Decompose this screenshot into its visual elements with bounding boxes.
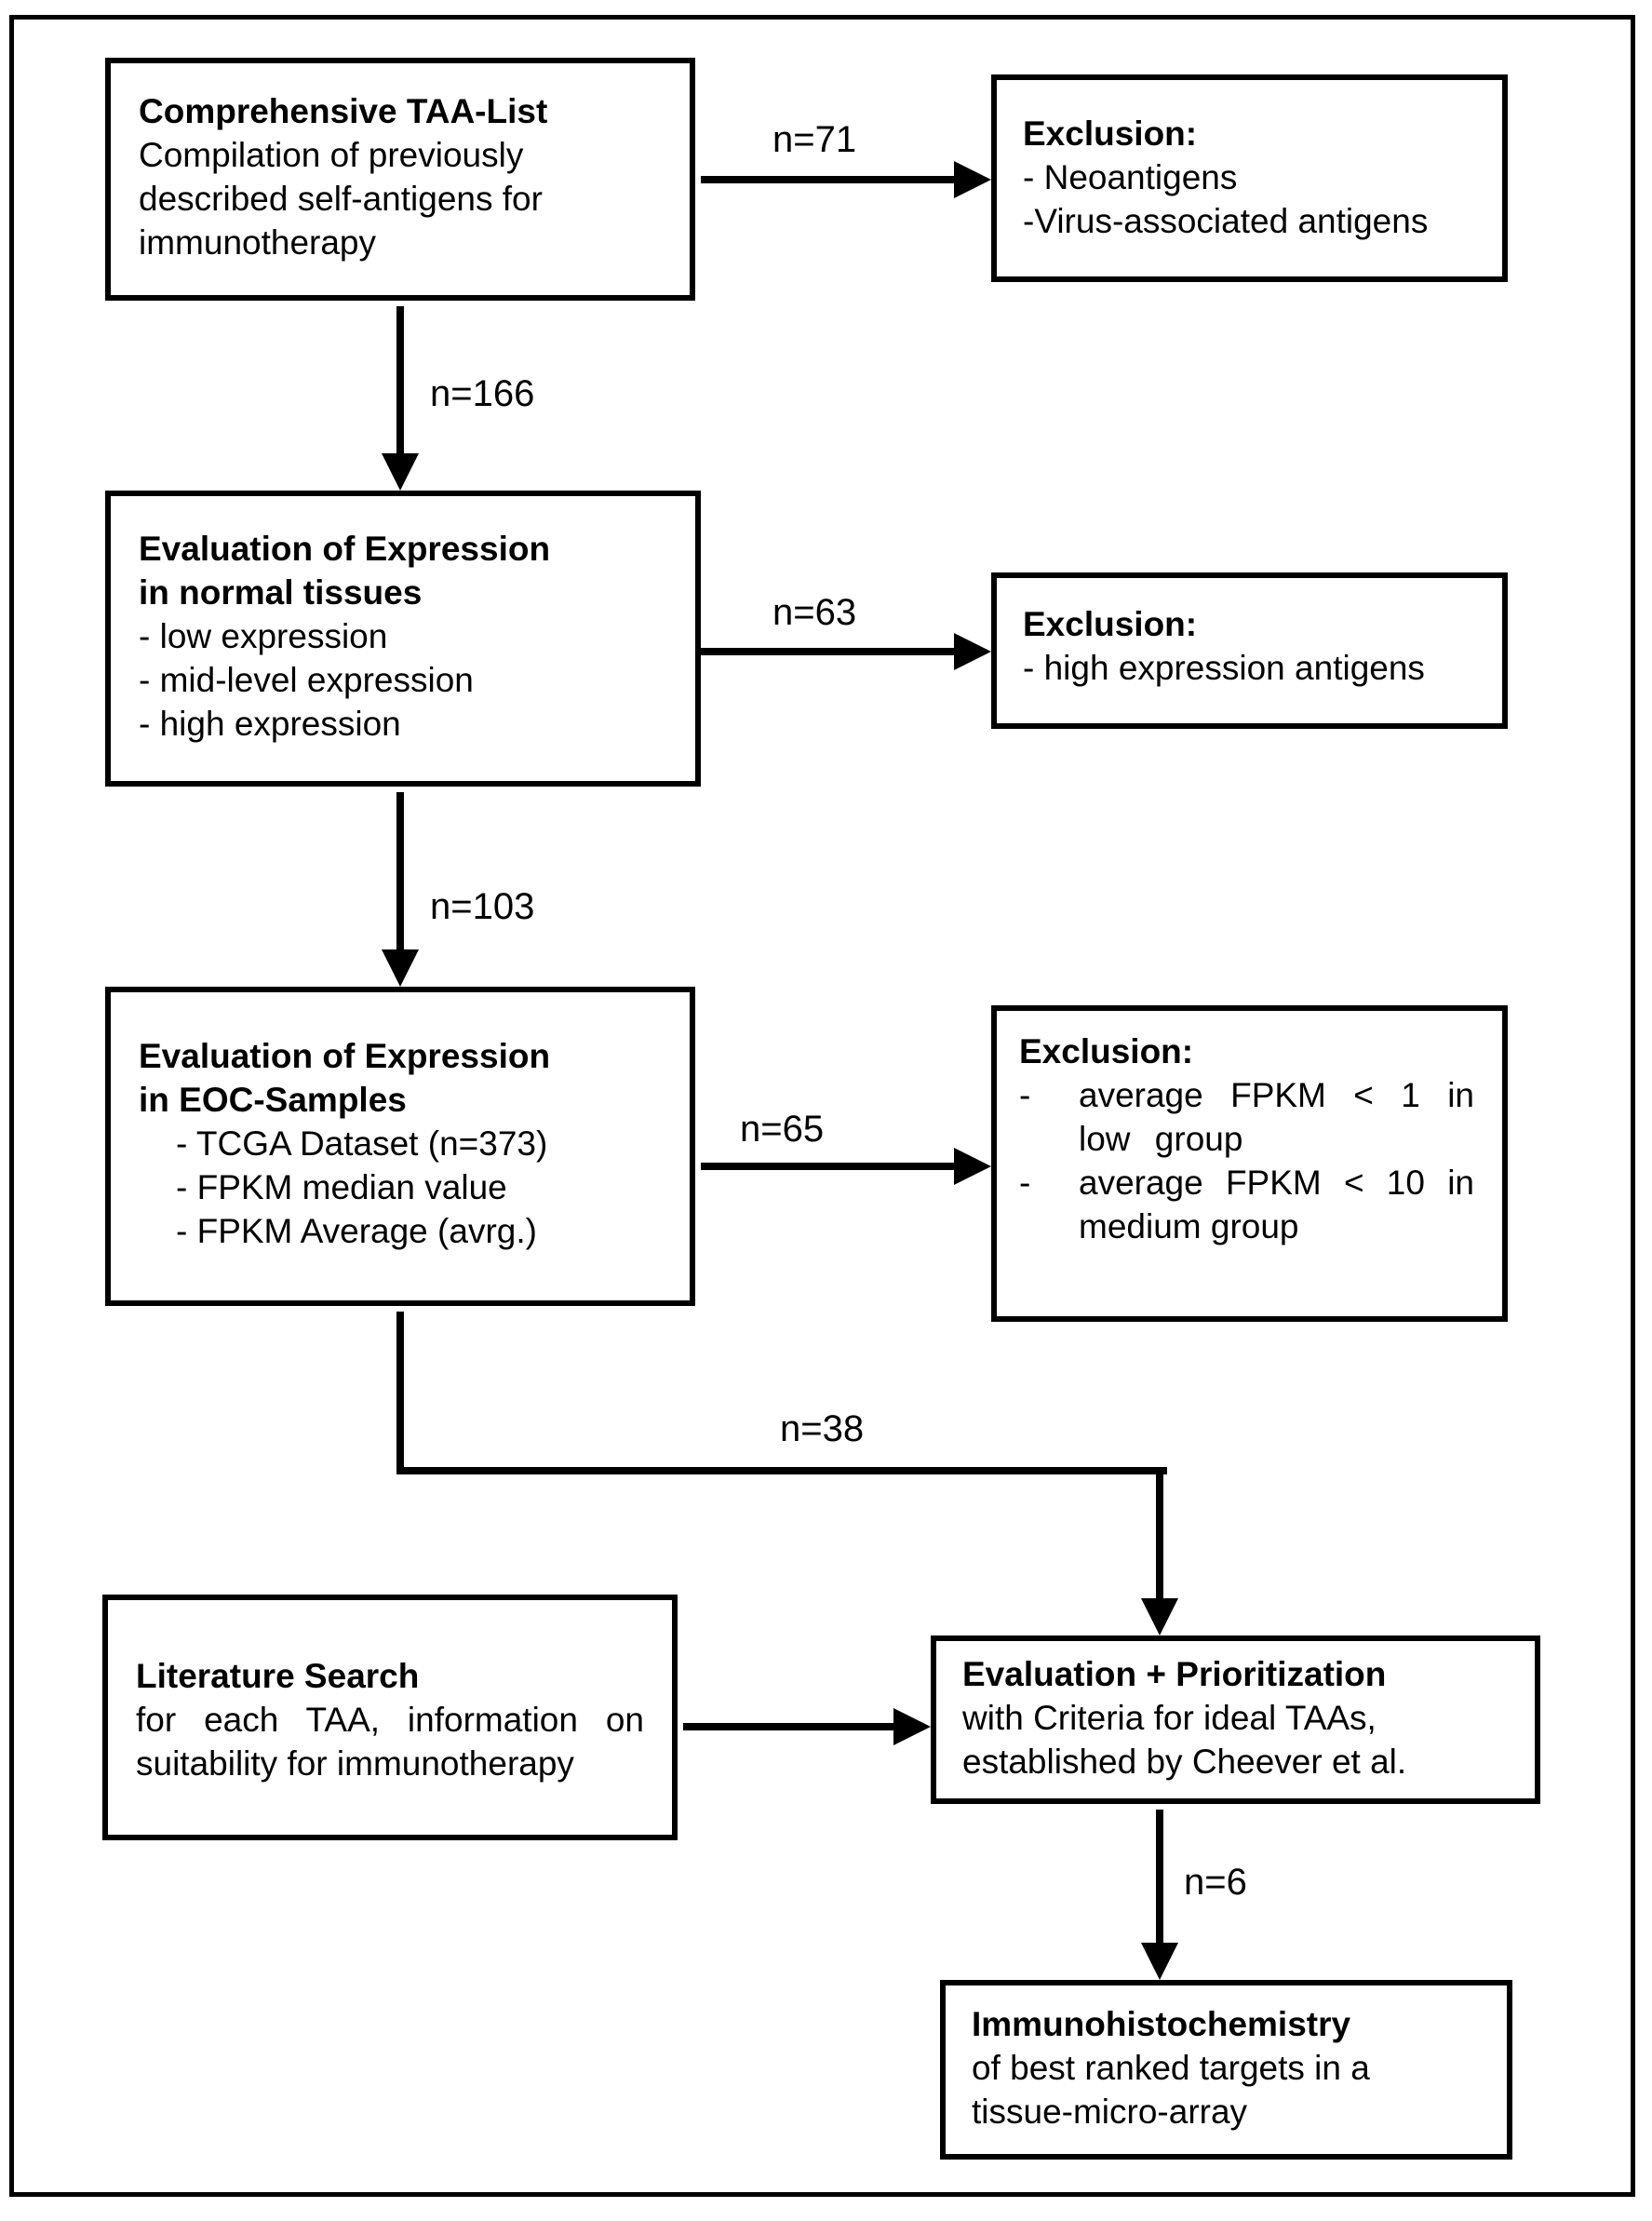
box-bullet: - high expression [139, 705, 401, 743]
box-literature-search: Literature Search for each TAA, informat… [102, 1595, 678, 1840]
box-evaluation-prioritization: Evaluation + Prioritization with Criteri… [931, 1635, 1540, 1804]
flow-arrow-taa-to-exclusion1 [701, 176, 954, 183]
flow-label-n63: n=63 [772, 592, 857, 633]
box-immunohistochemistry: Immunohistochemistry of best ranked targ… [940, 1980, 1512, 2160]
figure-border [9, 15, 1635, 2197]
box-bullet: - TCGA Dataset (n=373) [176, 1124, 548, 1163]
box-bullet: - average FPKM < 1 in low group [1019, 1073, 1474, 1161]
flow-line-eoc-down [396, 1312, 404, 1474]
box-eoc-samples: Evaluation of Expression in EOC-Samples … [105, 987, 695, 1306]
flow-arrow-eoc-to-exclusion3 [701, 1163, 954, 1170]
flow-label-n166: n=166 [430, 373, 535, 414]
arrowhead-down [1141, 1598, 1178, 1635]
box-title: Comprehensive TAA-List [139, 92, 548, 130]
bullet-dash: - [1019, 1076, 1031, 1114]
box-exclusion-fpkm: Exclusion: - average FPKM < 1 in low gro… [991, 1005, 1508, 1322]
bullet-line: average FPKM < 10 in [1079, 1164, 1474, 1202]
box-body-line: suitability for immunotherapy [136, 1744, 574, 1783]
flow-label-n103: n=103 [430, 886, 535, 927]
arrowhead-right [954, 161, 991, 198]
box-body-line: tissue-micro-array [972, 2093, 1248, 2131]
flow-label-n6: n=6 [1184, 1862, 1247, 1903]
box-title: Evaluation + Prioritization [962, 1655, 1387, 1693]
flow-line-eoc-right [396, 1467, 1167, 1474]
box-bullet: - average FPKM < 10 in medium group [1019, 1161, 1474, 1248]
box-title: in normal tissues [139, 573, 423, 612]
flow-arrow-normal-to-exclusion2 [701, 648, 954, 655]
box-body-line: of best ranked targets in a [972, 2049, 1370, 2087]
flow-label-n38: n=38 [780, 1408, 865, 1449]
box-title: Evaluation of Expression [139, 1037, 551, 1075]
box-bullet: - low expression [139, 617, 388, 655]
flow-arrow-taa-to-normal [396, 306, 404, 453]
box-comprehensive-taa-list: Comprehensive TAA-List Compilation of pr… [105, 58, 695, 301]
flow-arrow-literature-to-evaluation [683, 1723, 893, 1730]
arrowhead-down [1141, 1943, 1178, 1980]
arrowhead-down [382, 949, 419, 987]
flow-line-into-evaluation [1156, 1467, 1163, 1598]
box-exclusion-neoantigens: Exclusion: - Neoantigens -Virus-associat… [991, 74, 1508, 282]
box-title: Literature Search [136, 1657, 420, 1695]
box-body-line: Compilation of previously [139, 136, 524, 174]
flow-arrow-normal-to-eoc [396, 792, 404, 949]
box-body-line: immunotherapy [139, 223, 377, 262]
box-exclusion-high-expression: Exclusion: - high expression antigens [991, 572, 1508, 729]
box-bullet: - FPKM Average (avrg.) [176, 1212, 537, 1250]
box-bullet: - high expression antigens [1023, 649, 1425, 687]
box-title: Evaluation of Expression [139, 530, 551, 568]
box-body-line: for each TAA, information on [136, 1701, 644, 1739]
arrowhead-down [382, 453, 419, 491]
box-title: Exclusion: [1023, 114, 1198, 153]
flow-label-n65: n=65 [740, 1109, 825, 1150]
flow-label-n71: n=71 [772, 119, 857, 160]
box-title: Exclusion: [1019, 1032, 1194, 1070]
box-bullet: - FPKM median value [176, 1168, 507, 1206]
arrowhead-right [893, 1708, 931, 1745]
box-bullet: - mid-level expression [139, 661, 474, 699]
bullet-line: low group [1079, 1120, 1243, 1158]
box-title: Exclusion: [1023, 605, 1198, 643]
box-normal-tissues: Evaluation of Expression in normal tissu… [105, 491, 701, 787]
box-bullet: -Virus-associated antigens [1023, 202, 1429, 240]
arrowhead-right [954, 633, 991, 670]
box-title: in EOC-Samples [139, 1081, 407, 1119]
box-body-line: with Criteria for ideal TAAs, [962, 1699, 1377, 1737]
flow-arrow-evaluation-to-ihc [1156, 1810, 1163, 1943]
arrowhead-right [954, 1148, 991, 1185]
box-body-line: established by Cheever et al. [962, 1743, 1407, 1781]
bullet-line: medium group [1079, 1207, 1299, 1245]
box-body-line: described self-antigens for [139, 180, 543, 218]
box-bullet: - Neoantigens [1023, 158, 1238, 196]
bullet-dash: - [1019, 1164, 1031, 1202]
bullet-line: average FPKM < 1 in [1079, 1076, 1474, 1114]
box-title: Immunohistochemistry [972, 2005, 1351, 2043]
